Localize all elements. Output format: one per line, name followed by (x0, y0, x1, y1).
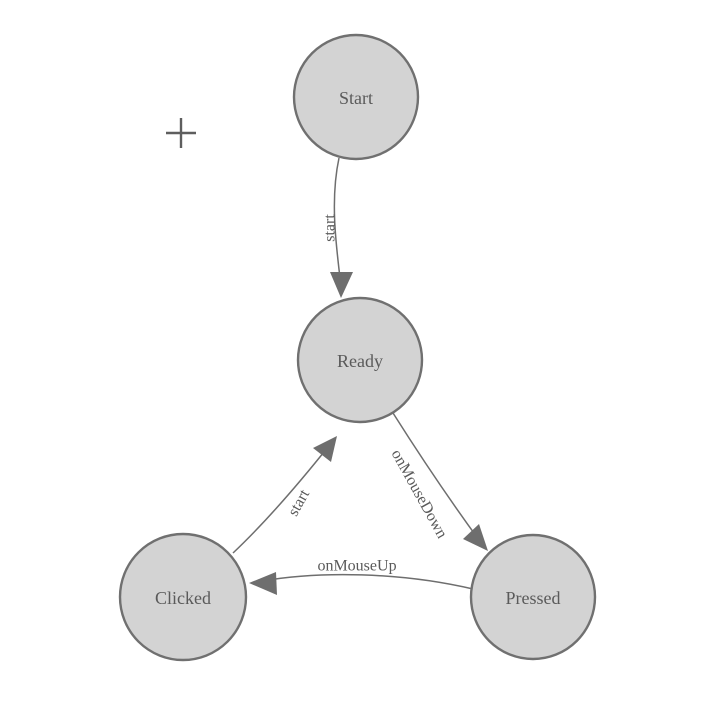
node-label-ready: Ready (337, 351, 383, 371)
node-label-start: Start (339, 88, 373, 108)
node-label-clicked: Clicked (155, 588, 211, 608)
edge-path (232, 446, 329, 554)
node-pressed[interactable]: Pressed (469, 533, 597, 661)
edge-clicked-to-ready[interactable]: start (232, 436, 337, 554)
edge-path (392, 412, 480, 541)
edge-label-on-mouse-down: onMouseDown (388, 447, 451, 542)
edge-label-start-clicked-to-ready: start (285, 486, 313, 519)
node-circle (296, 296, 424, 424)
nodes-layer: Start Ready Clicked Pressed (118, 33, 597, 662)
node-circle (469, 533, 597, 661)
arrowhead-icon (313, 436, 337, 462)
node-ready[interactable]: Ready (296, 296, 424, 424)
edge-path (261, 573, 474, 590)
edge-label-on-mouse-up: onMouseUp (317, 558, 396, 575)
crosshair-marker[interactable] (166, 118, 196, 148)
edge-label-start-to-ready: start (322, 214, 339, 242)
node-clicked[interactable]: Clicked (118, 532, 248, 662)
node-label-pressed: Pressed (506, 588, 561, 608)
node-start[interactable]: Start (292, 33, 420, 161)
edge-pressed-to-clicked[interactable]: onMouseUp (249, 558, 474, 596)
edge-start-to-ready[interactable]: start (322, 157, 354, 298)
arrowhead-icon (330, 272, 353, 298)
node-circle (292, 33, 420, 161)
node-circle (118, 532, 248, 662)
edge-ready-to-pressed[interactable]: onMouseDown (388, 412, 488, 551)
arrowhead-icon (463, 524, 488, 551)
arrowhead-icon (249, 572, 277, 595)
